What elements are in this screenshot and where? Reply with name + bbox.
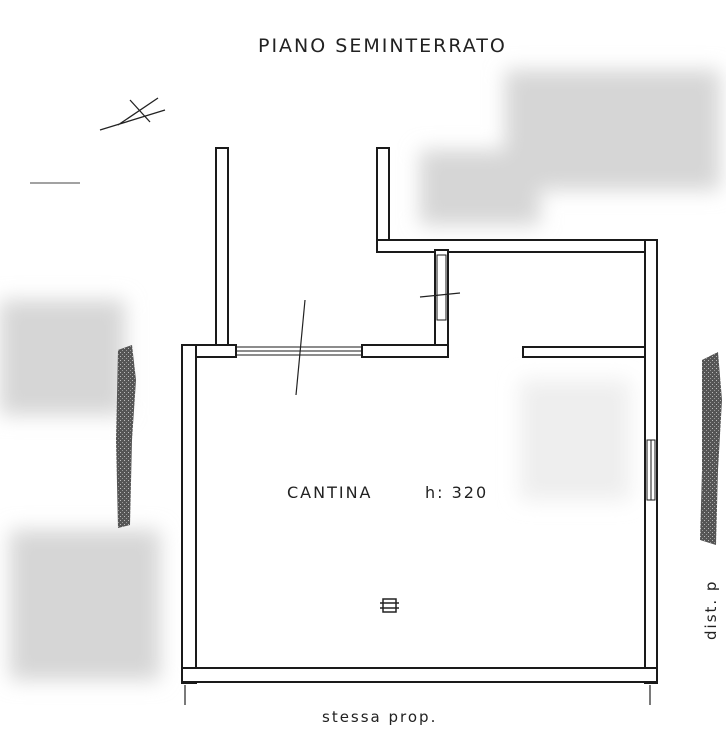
windows (235, 254, 656, 501)
section-marks (184, 292, 651, 705)
plan-title: PIANO SEMINTERRATO (258, 35, 507, 57)
north-arrow-icon (99, 97, 166, 131)
pillar-icon (380, 598, 399, 613)
room-name: CANTINA (287, 483, 373, 502)
blurred-redactions (0, 70, 720, 680)
tree-right (700, 352, 722, 545)
bottom-note: stessa prop. (322, 708, 437, 726)
side-note: dist. p (702, 580, 720, 640)
room-height: h: 320 (425, 483, 488, 502)
tree-left (116, 345, 136, 528)
